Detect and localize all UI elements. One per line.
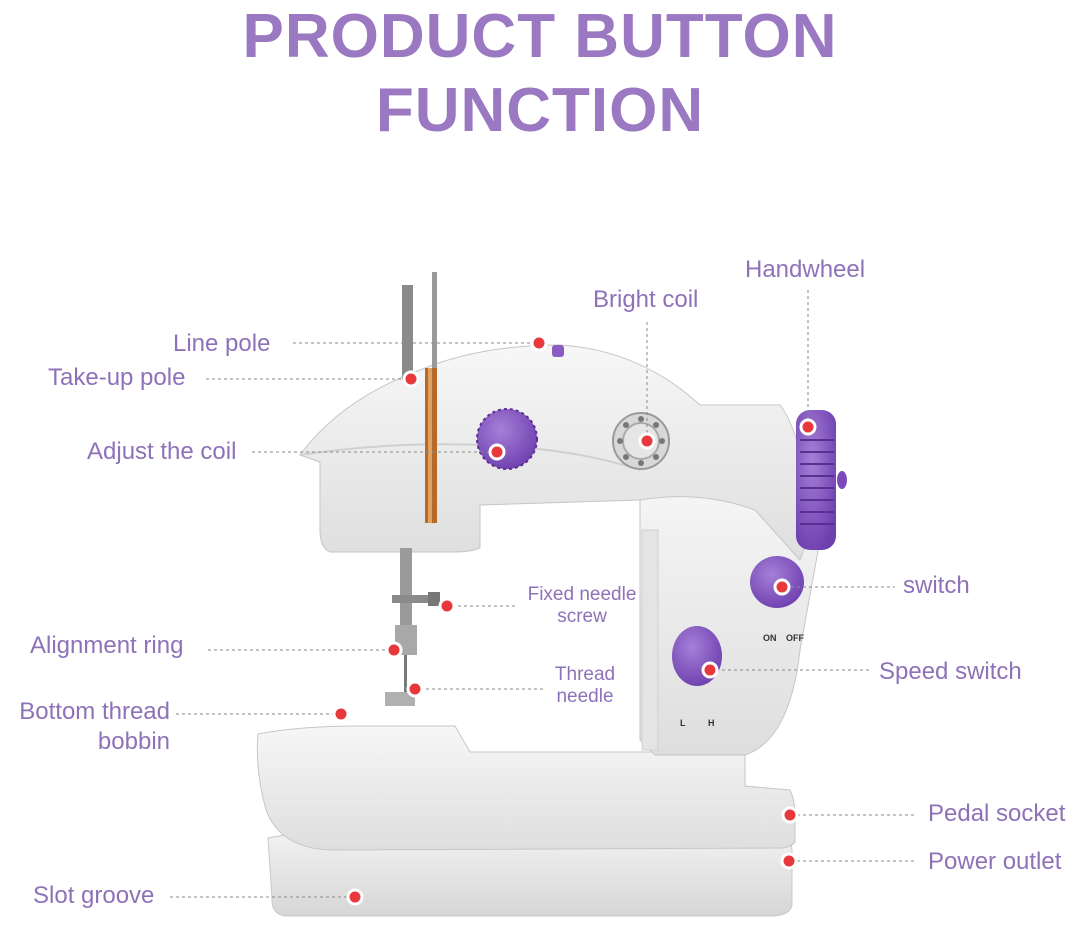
- label-switch: switch: [903, 572, 970, 599]
- label-handwheel: Handwheel: [745, 256, 866, 283]
- switch-off-mark: OFF: [786, 633, 804, 643]
- label-pedal-socket: Pedal socket: [928, 800, 1066, 827]
- label-thread-needle: Thread needle: [540, 664, 630, 708]
- label-line-pole: Line pole: [173, 330, 271, 357]
- handwheel-illustration: [796, 410, 847, 550]
- label-bottom-bobbin-line1: Bottom thread: [19, 698, 170, 725]
- label-slot-groove: Slot groove: [33, 882, 155, 909]
- speed-high-mark: H: [708, 718, 715, 728]
- page-title: PRODUCT BUTTON FUNCTION: [0, 0, 1080, 148]
- label-bright-coil: Bright coil: [593, 286, 699, 313]
- label-take-up-pole: Take-up pole: [48, 364, 186, 391]
- label-bottom-bobbin: Bottom thread bobbin: [0, 697, 170, 757]
- label-alignment-ring: Alignment ring: [30, 632, 184, 659]
- title-line-2: FUNCTION: [375, 76, 705, 145]
- switch-on-mark: ON: [763, 633, 777, 643]
- label-thread-needle-line2: needle: [556, 686, 614, 707]
- label-thread-needle-line1: Thread: [554, 664, 616, 685]
- label-fixed-needle-screw-line2: screw: [557, 606, 607, 627]
- machine-base: [256, 725, 796, 917]
- label-fixed-needle-screw: Fixed needle screw: [520, 584, 644, 628]
- label-power-outlet: Power outlet: [928, 848, 1062, 875]
- leader-lines: [170, 290, 915, 898]
- label-bottom-bobbin-line2: bobbin: [97, 728, 170, 755]
- speed-low-mark: L: [680, 718, 686, 728]
- title-line-1: PRODUCT BUTTON: [242, 2, 838, 71]
- label-fixed-needle-screw-line1: Fixed needle: [527, 584, 637, 605]
- label-adjust-coil: Adjust the coil: [87, 438, 237, 465]
- poles-illustration: [402, 272, 564, 523]
- marker-dots: [332, 334, 817, 906]
- adjust-coil-knob: [476, 408, 538, 470]
- label-speed-switch: Speed switch: [879, 658, 1022, 685]
